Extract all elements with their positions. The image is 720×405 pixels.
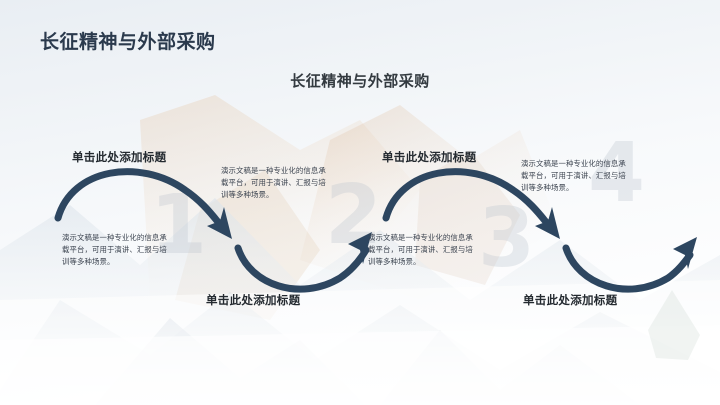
step-3-body: 演示文稿是一种专业化的信息承载平台，可用于演讲、汇报与培训等多种场景。 (368, 233, 473, 266)
arrow-path-1 (54, 168, 222, 226)
slide-title: 长征精神与外部采购 (40, 32, 216, 53)
step-3-heading: 单击此处添加标题 (382, 152, 477, 164)
step-2-heading: 单击此处添加标题 (206, 295, 301, 307)
arrow-path-3 (382, 168, 550, 226)
arrow-path-4 (562, 244, 694, 293)
step-4-heading: 单击此处添加标题 (523, 295, 618, 307)
step-4-body: 演示文稿是一种专业化的信息承载平台，可用于演讲、汇报与培训等多种场景。 (521, 159, 626, 192)
content-heading: 长征精神与外部采购 (290, 73, 430, 90)
step-1-heading: 单击此处添加标题 (72, 152, 167, 164)
step-2-body: 演示文稿是一种专业化的信息承载平台，可用于演讲、汇报与培训等多种场景。 (221, 166, 326, 199)
arrow-path-2 (234, 244, 370, 293)
watermark-number-4: 4 (588, 126, 646, 221)
arrow-head-1 (207, 207, 232, 239)
arrow-head-4 (673, 237, 697, 269)
arrow-head-3 (535, 207, 560, 239)
watermark-number-3: 3 (478, 191, 536, 286)
arrow-head-2 (348, 232, 372, 264)
step-1-body: 演示文稿是一种专业化的信息承载平台，可用于演讲、汇报与培训等多种场景。 (62, 233, 167, 266)
